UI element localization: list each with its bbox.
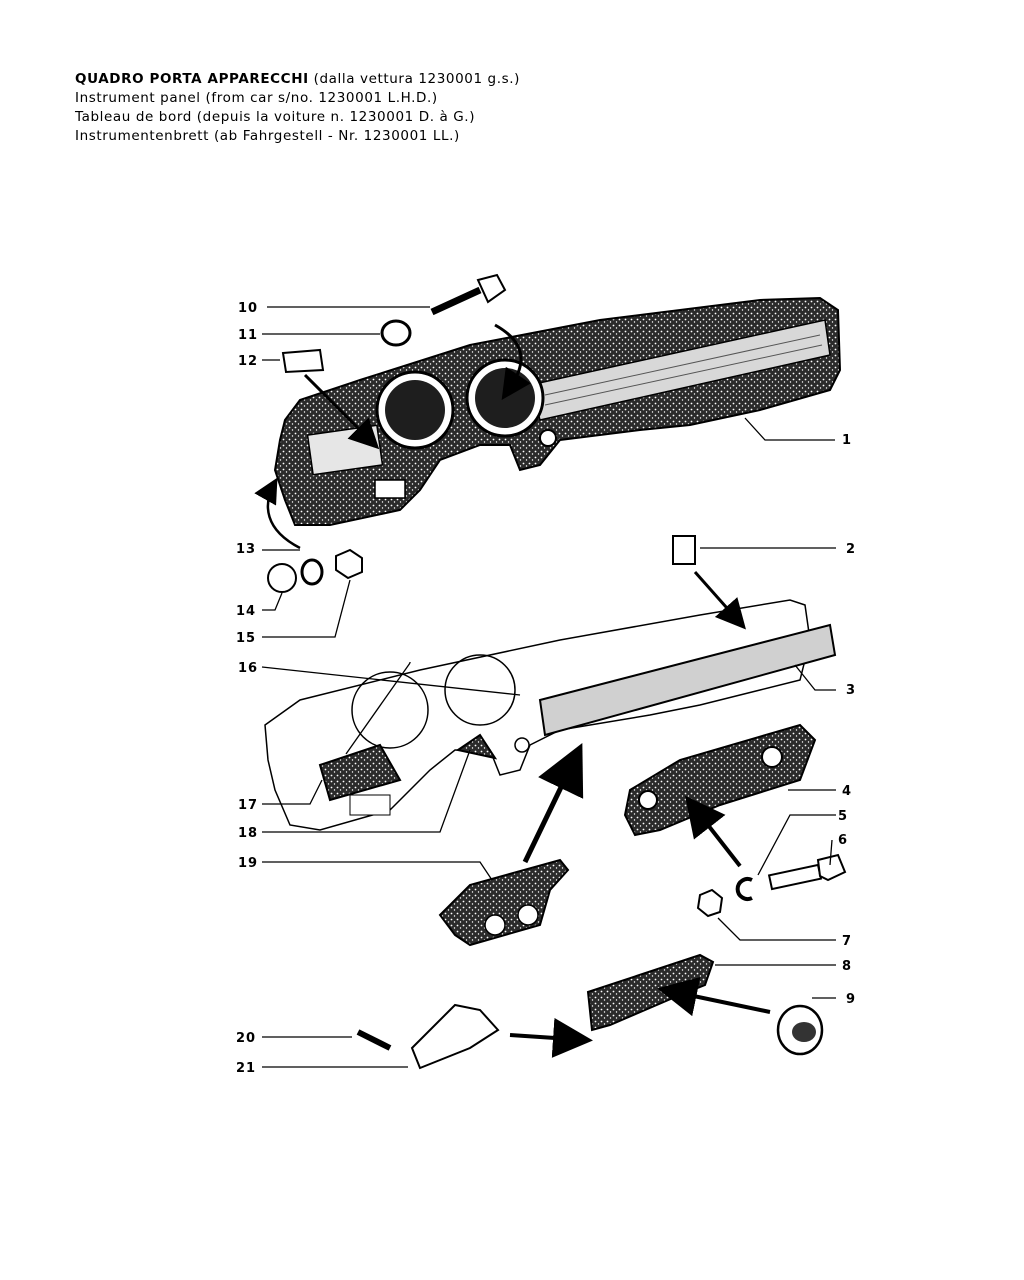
part-20-screw bbox=[356, 1029, 392, 1051]
title-italian-rest: (dalla vettura 1230001 g.s.) bbox=[308, 71, 521, 87]
title-italian-bold: QUADRO PORTA APPARECCHI bbox=[75, 71, 309, 87]
leader-lines bbox=[261, 306, 836, 1068]
part-9-lock bbox=[776, 1004, 824, 1056]
dashboard-lower bbox=[264, 599, 837, 831]
callout-11: 11 bbox=[238, 328, 258, 343]
dashboard-upper bbox=[273, 296, 842, 526]
part-2-clip bbox=[672, 535, 696, 565]
title-line-english: Instrument panel (from car s/no. 1230001… bbox=[75, 90, 438, 106]
part-6-bolt bbox=[767, 853, 847, 891]
callout-21: 21 bbox=[236, 1061, 256, 1076]
part-7-nut bbox=[696, 888, 724, 918]
callout-13: 13 bbox=[236, 542, 256, 557]
part-4-glovebox-frame bbox=[623, 723, 817, 837]
part-12-clip bbox=[281, 348, 325, 374]
part-21-hinge bbox=[410, 1003, 500, 1070]
title-block: QUADRO PORTA APPARECCHI (dalla vettura 1… bbox=[75, 70, 520, 146]
callout-10: 10 bbox=[238, 301, 258, 316]
title-line-german: Instrumentenbrett (ab Fahrgestell - Nr. … bbox=[75, 128, 460, 144]
callout-7: 7 bbox=[842, 934, 852, 949]
callout-16: 16 bbox=[238, 661, 258, 676]
part-11-washer bbox=[380, 319, 412, 347]
part-13-washer bbox=[300, 558, 324, 586]
callout-3: 3 bbox=[846, 683, 856, 698]
callout-6: 6 bbox=[838, 833, 848, 848]
callout-5: 5 bbox=[838, 809, 848, 824]
part-8-glovebox-lid bbox=[586, 953, 715, 1032]
callout-17: 17 bbox=[238, 798, 258, 813]
part-15-nut bbox=[335, 548, 363, 580]
callout-2: 2 bbox=[846, 542, 856, 557]
callout-14: 14 bbox=[236, 604, 256, 619]
callout-8: 8 bbox=[842, 959, 852, 974]
callout-18: 18 bbox=[238, 826, 258, 841]
part-5-clip bbox=[735, 877, 753, 901]
callout-12: 12 bbox=[238, 354, 258, 369]
title-line-italian: QUADRO PORTA APPARECCHI (dalla vettura 1… bbox=[75, 70, 520, 89]
part-10-screw bbox=[430, 273, 507, 316]
callout-9: 9 bbox=[846, 992, 856, 1007]
callout-20: 20 bbox=[236, 1031, 256, 1046]
callout-15: 15 bbox=[236, 631, 256, 646]
title-line-french: Tableau de bord (depuis la voiture n. 12… bbox=[75, 109, 476, 125]
part-14-knob bbox=[267, 563, 297, 593]
callout-1: 1 bbox=[842, 433, 852, 448]
part-19-panel bbox=[438, 858, 570, 947]
callout-19: 19 bbox=[238, 856, 258, 871]
callout-4: 4 bbox=[842, 784, 852, 799]
